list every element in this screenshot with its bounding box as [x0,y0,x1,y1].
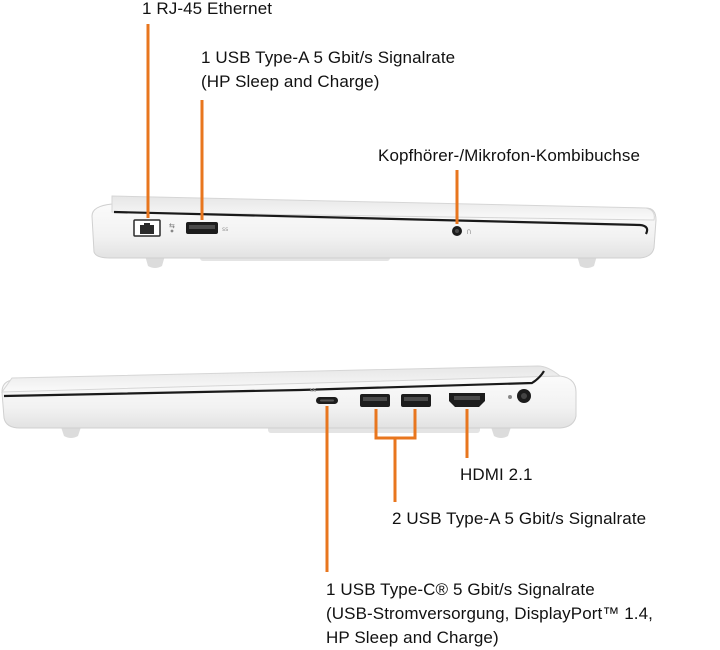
laptop-left-side-view: ⇆ ss ∩ [91,195,657,268]
usb-c-label: 1 USB Type-C® 5 Gbit/s Signalrate (USB-S… [326,578,653,650]
usba-right-leader [374,409,417,502]
usb-a-right-label: 2 USB Type-A 5 Gbit/s Signalrate [392,509,647,528]
lid-left [111,195,655,221]
laptop-body-right [1,375,577,429]
lid-seam-left [113,210,649,235]
network-glyph: ⇆ [169,222,175,230]
usb-a-left-label-line2: (HP Sleep and Charge) [201,72,380,91]
audio-jack-label: Kopfhörer-/Mikrofon-Kombibuchse [378,146,640,165]
leader-lines [146,24,469,572]
laptop-right-side-view: ss [1,365,577,438]
power-jack-inner [521,393,527,399]
usb-a-left-label-line1: 1 USB Type-A 5 Gbit/s Signalrate [201,48,456,67]
usb-c-label-line1: 1 USB Type-C® 5 Gbit/s Signalrate [326,580,595,599]
usb-glyph-left: ss [222,226,228,233]
headset-glyph: ∩ [466,227,472,236]
rj45-led [170,229,174,233]
power-led [508,395,512,399]
rj45-label: 1 RJ-45 Ethernet [142,0,273,18]
usb-c-port [316,397,338,404]
usb-a-port-left [186,222,218,234]
lid-right [1,365,562,393]
hdmi-label: HDMI 2.1 [460,465,533,484]
usb-a-port-right-1 [360,394,390,407]
usb-c-label-line2: (USB-Stromversorgung, DisplayPort™ 1.4, [326,604,654,623]
lid-seam-right [3,370,545,398]
rj45-port [133,219,161,237]
usb-c-glyph: ss [310,387,316,394]
usb-a-port-right-2 [401,394,431,407]
usb-a-left-label: 1 USB Type-A 5 Gbit/s Signalrate (HP Sle… [201,46,455,94]
audio-jack-inner [455,229,459,233]
usb-c-label-line3: HP Sleep and Charge) [326,628,499,647]
hdmi-port [449,393,485,407]
